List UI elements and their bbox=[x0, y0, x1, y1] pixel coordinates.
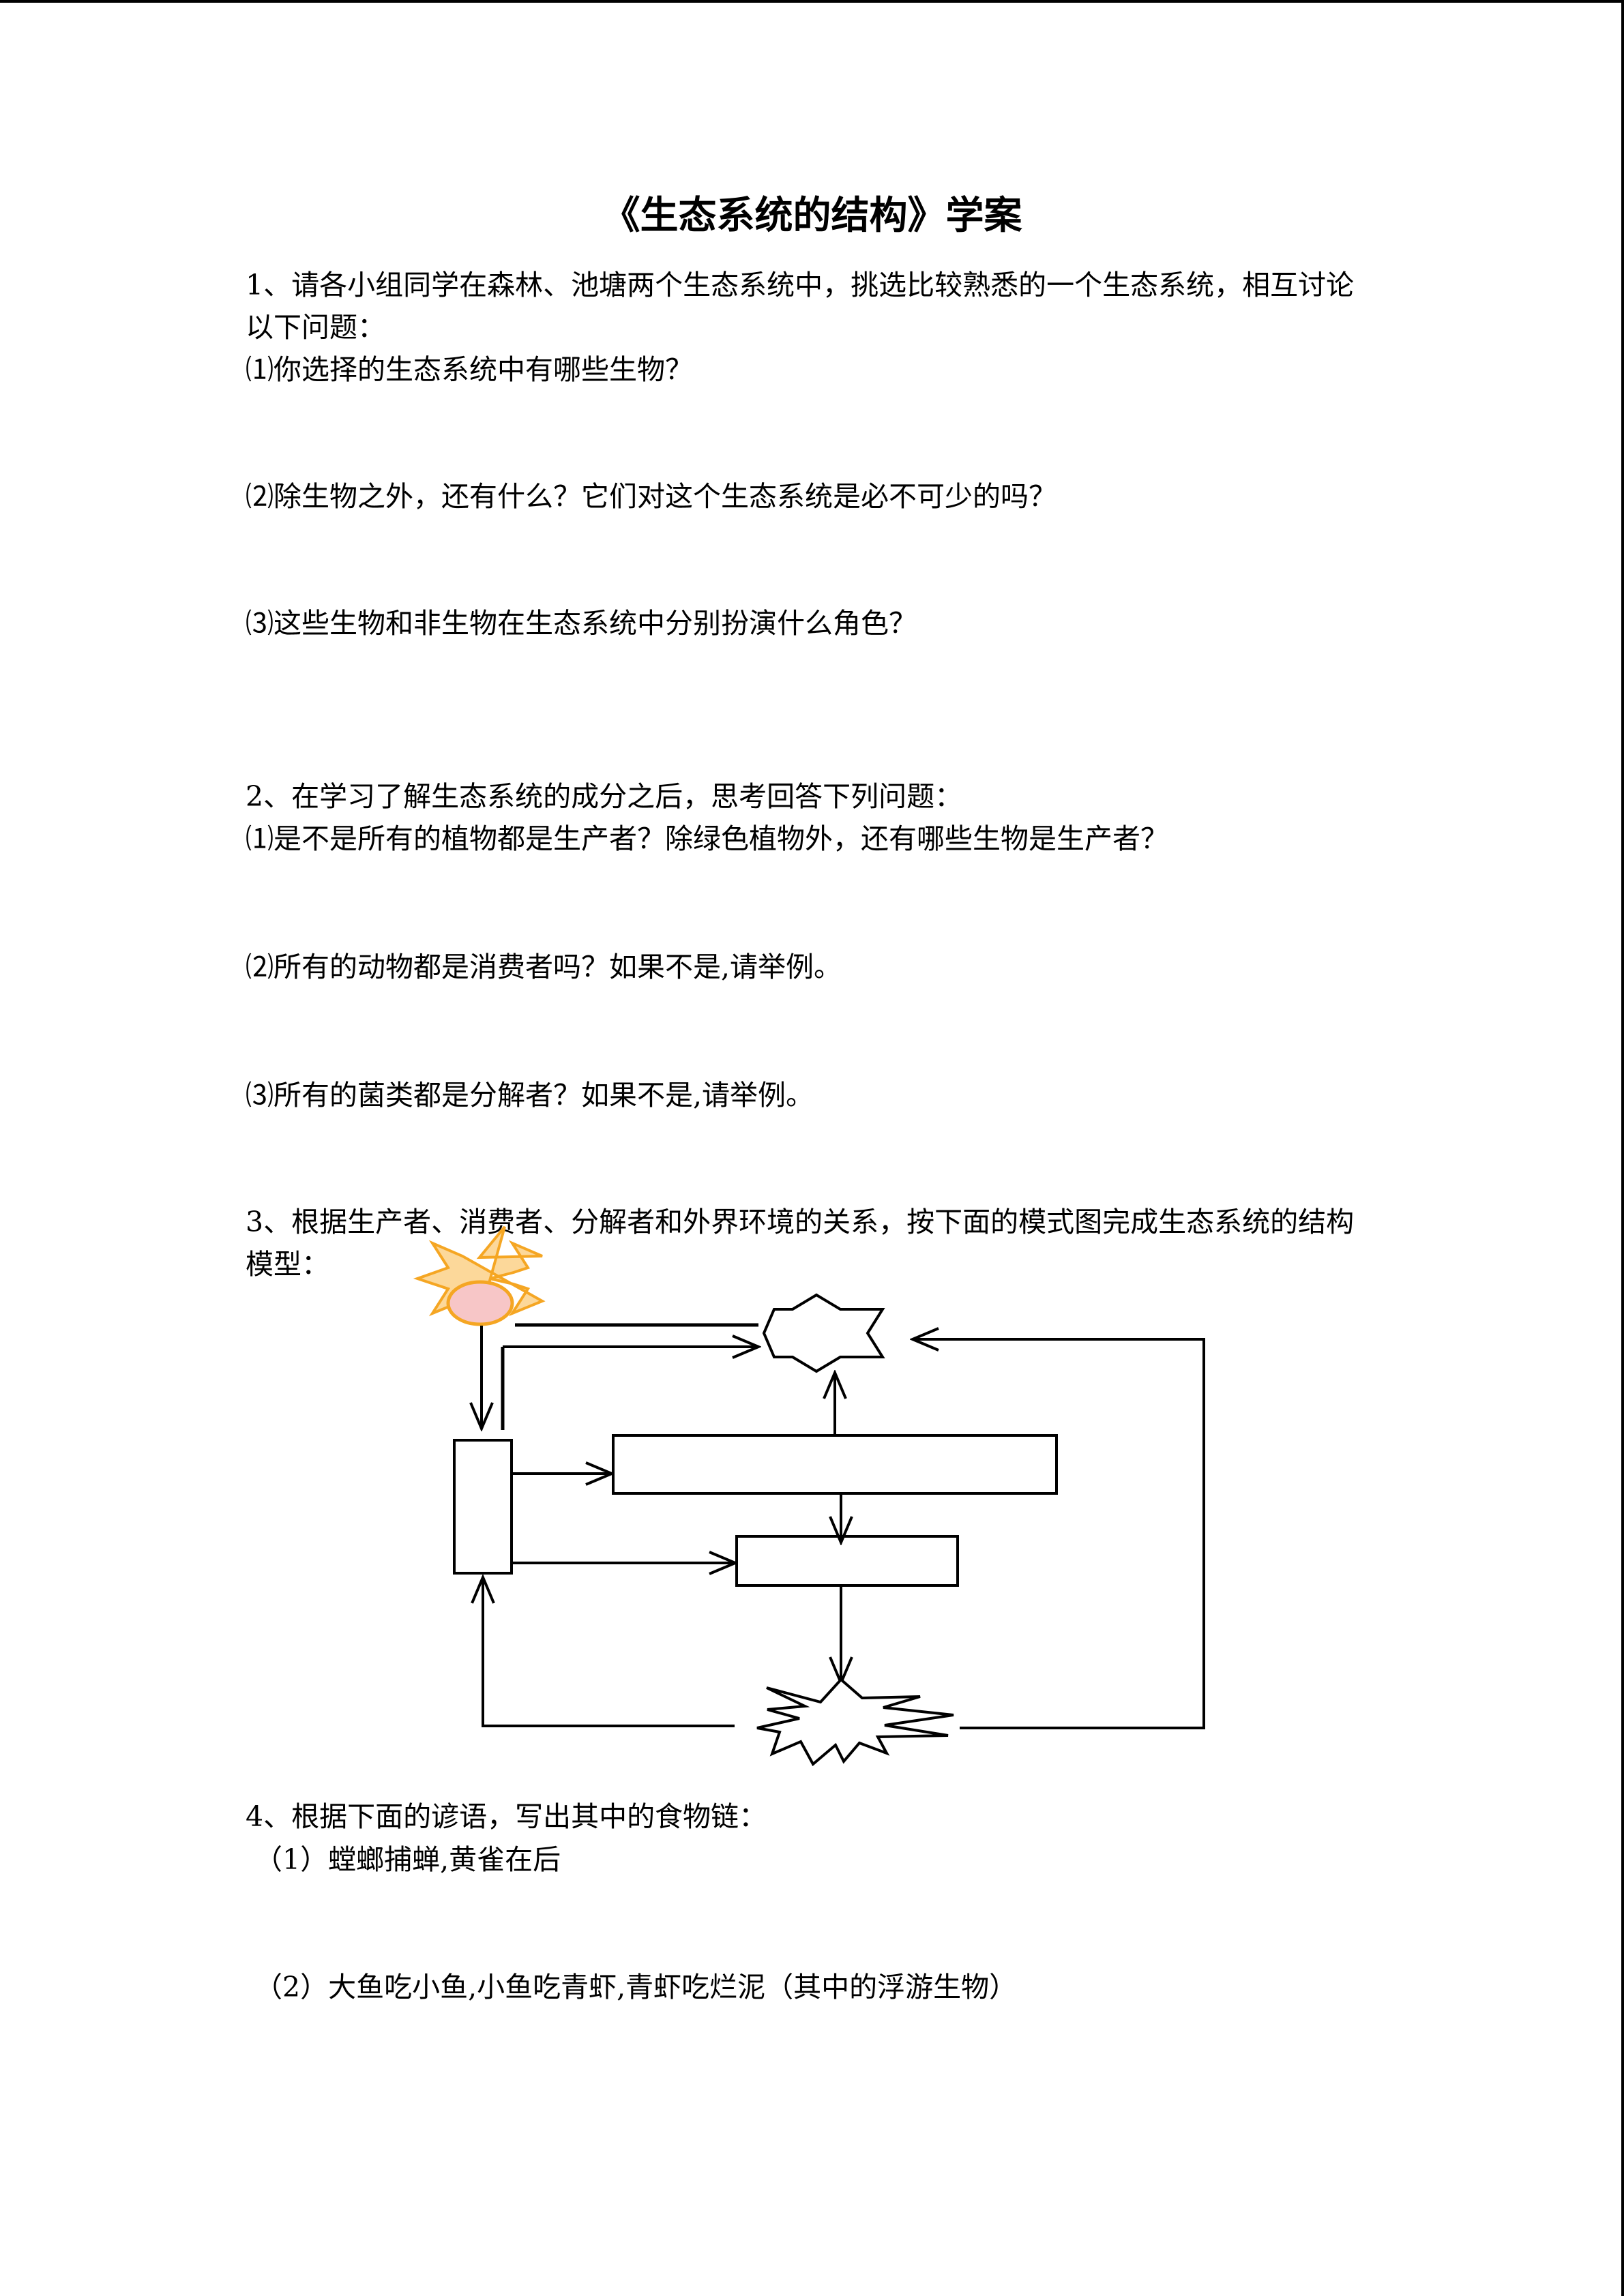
section1-heading-line1: 1、请各小组同学在森林、池塘两个生态系统中，挑选比较熟悉的一个生态系统，相互讨论 bbox=[246, 269, 1355, 301]
consumer-box bbox=[612, 1434, 1058, 1495]
page-title: 《生态系统的结构》学案 bbox=[602, 193, 1022, 238]
section1-heading-line2: 以下问题： bbox=[246, 311, 385, 344]
sun-core bbox=[446, 1280, 514, 1326]
page-right-border bbox=[1621, 0, 1624, 2296]
section4-question1: （1）螳螂捕蝉,黄雀在后 bbox=[254, 1843, 561, 1876]
starburst-shape bbox=[756, 1678, 954, 1767]
section3-heading-line1: 3、根据生产者、消费者、分解者和外界环境的关系，按下面的模式图完成生态系统的结构 bbox=[246, 1206, 1355, 1238]
page-top-border bbox=[0, 0, 1624, 3]
starburst-to-producer-line bbox=[483, 1577, 735, 1727]
producer-box bbox=[453, 1439, 513, 1575]
section1-question2: ⑵除生物之外，还有什么？它们对这个生态系统是必不可少的吗？ bbox=[246, 480, 1057, 513]
section2-heading: 2、在学习了解生态系统的成分之后，思考回答下列问题： bbox=[246, 780, 963, 813]
sun-icon bbox=[413, 1225, 546, 1326]
section4-question2: （2）大鱼吃小鱼,小鱼吃青虾,青虾吃烂泥（其中的浮游生物） bbox=[254, 1971, 1018, 2003]
decomposer-to-environment-line bbox=[913, 1339, 1205, 1729]
section1-question3: ⑶这些生物和非生物在生态系统中分别扮演什么角色？ bbox=[246, 607, 917, 640]
section2-question3: ⑶所有的菌类都是分解者？如果不是,请举例。 bbox=[246, 1079, 814, 1112]
octagram-shape bbox=[762, 1293, 885, 1373]
decomposer-box bbox=[735, 1535, 959, 1587]
section4-heading: 4、根据下面的谚语，写出其中的食物链： bbox=[246, 1800, 767, 1833]
section2-question2: ⑵所有的动物都是消费者吗？如果不是,请举例。 bbox=[246, 951, 842, 983]
section1-question1: ⑴你选择的生态系统中有哪些生物？ bbox=[246, 353, 693, 386]
section2-question1: ⑴是不是所有的植物都是生产者？除绿色植物外，还有哪些生物是生产者？ bbox=[246, 822, 1168, 855]
section3-heading-line2: 模型： bbox=[246, 1248, 329, 1281]
